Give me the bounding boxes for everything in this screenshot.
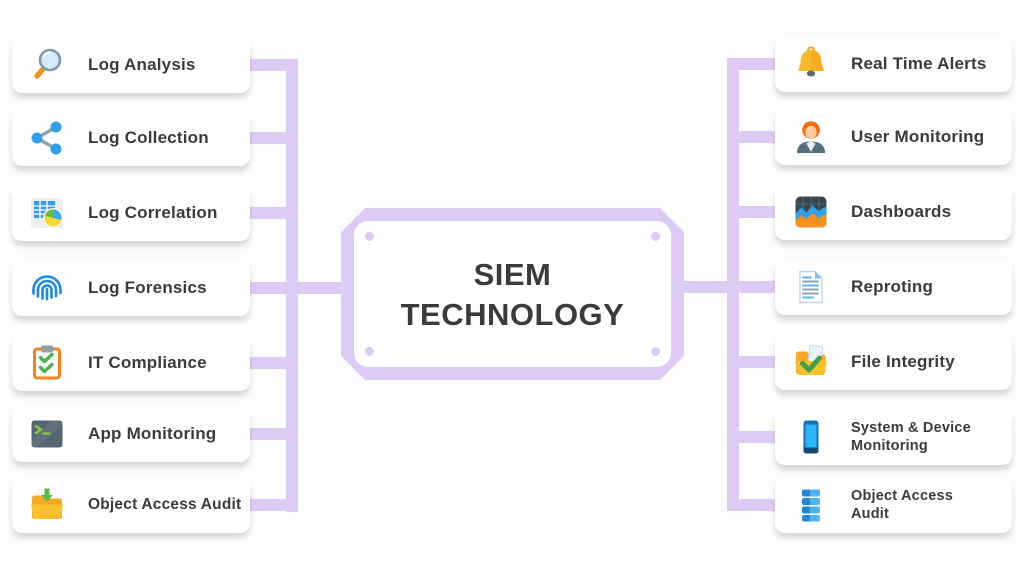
folder-check-icon — [792, 343, 830, 381]
connector-branch-right-center — [680, 281, 777, 293]
smartphone-icon — [792, 418, 830, 456]
node-label: Log Analysis — [88, 55, 196, 75]
corner-dot-icon — [651, 232, 660, 241]
fingerprint-icon — [28, 269, 66, 307]
connector-stub — [727, 131, 777, 143]
connector-stub — [246, 428, 298, 440]
node-object-access-audit-left: Object Access Audit — [12, 477, 250, 533]
node-label: Log Correlation — [88, 203, 218, 223]
corner-dot-icon — [365, 232, 374, 241]
connector-stub — [727, 499, 777, 511]
diagram-title-line1: SIEM — [473, 256, 552, 292]
node-object-access-audit-right: Object Access Audit — [775, 477, 1012, 533]
spreadsheet-pie-icon — [28, 194, 66, 232]
node-label: Log Forensics — [88, 278, 207, 298]
connector-stub — [727, 58, 777, 70]
user-icon — [792, 118, 830, 156]
node-label: Object Access Audit — [88, 496, 242, 514]
connector-stub — [727, 356, 777, 368]
connector-stub — [246, 132, 298, 144]
diagram-title-line2: TECHNOLOGY — [400, 296, 625, 332]
connector-stub — [246, 207, 298, 219]
connector-stub — [727, 431, 777, 443]
dashboard-chart-icon — [792, 193, 830, 231]
node-label: Object Access Audit — [851, 487, 954, 522]
node-label: Reproting — [851, 277, 934, 297]
connector-branch-left-center — [246, 282, 354, 294]
terminal-icon — [28, 415, 66, 453]
node-label: Dashboards — [851, 202, 952, 222]
node-label: System & Device Monitoring — [851, 419, 971, 454]
node-log-correlation: Log Correlation — [12, 185, 250, 241]
magnifier-icon — [28, 46, 66, 84]
node-system-device-monitoring: System & Device Monitoring — [775, 409, 1012, 465]
corner-dot-icon — [651, 347, 660, 356]
node-label: Real Time Alerts — [851, 54, 987, 74]
database-icon — [792, 486, 830, 524]
folder-download-icon — [28, 486, 66, 524]
node-label: User Monitoring — [851, 127, 985, 147]
node-label: Log Collection — [88, 128, 209, 148]
connector-stub — [246, 59, 298, 71]
node-real-time-alerts: Real Time Alerts — [775, 36, 1012, 92]
corner-dot-icon — [365, 347, 374, 356]
connector-stub — [246, 499, 298, 511]
report-document-icon — [792, 268, 830, 306]
node-log-collection: Log Collection — [12, 110, 250, 166]
connector-stub — [727, 206, 777, 218]
clipboard-check-icon — [28, 344, 66, 382]
node-it-compliance: IT Compliance — [12, 335, 250, 391]
node-app-monitoring: App Monitoring — [12, 406, 250, 462]
node-file-integrity: File Integrity — [775, 334, 1012, 390]
node-label: IT Compliance — [88, 353, 207, 373]
center-node-inner: SIEM TECHNOLOGY — [354, 221, 671, 367]
node-log-analysis: Log Analysis — [12, 37, 250, 93]
bell-icon — [792, 45, 830, 83]
node-reproting: Reproting — [775, 259, 1012, 315]
node-user-monitoring: User Monitoring — [775, 109, 1012, 165]
center-node-siem-technology: SIEM TECHNOLOGY — [341, 208, 684, 380]
node-label: File Integrity — [851, 352, 955, 372]
share-icon — [28, 119, 66, 157]
node-label: App Monitoring — [88, 424, 217, 444]
node-log-forensics: Log Forensics — [12, 260, 250, 316]
connector-stub — [246, 357, 298, 369]
node-dashboards: Dashboards — [775, 184, 1012, 240]
